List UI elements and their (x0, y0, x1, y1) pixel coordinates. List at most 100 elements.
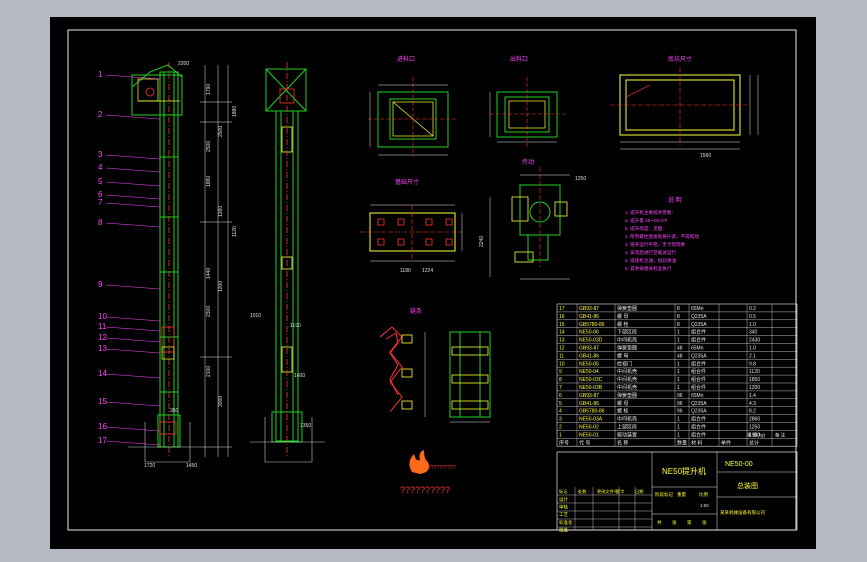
note-line: 4. 安装后进行空载试运行 (625, 249, 676, 256)
bom-cell: 中间机壳 (617, 337, 637, 344)
bom-cell: 65Mn (691, 346, 704, 352)
bom-cell: GB41-86 (579, 314, 599, 320)
callout-13: 13 (98, 344, 107, 353)
bom-cell: 14 (559, 330, 565, 336)
drawing-number: NE50-00 (725, 461, 753, 468)
bom-cell: 1 (677, 417, 680, 423)
dim-label: 1450 (186, 463, 197, 469)
bom-cell: 组合件 (691, 337, 706, 344)
dim-label: 1790 (206, 84, 212, 95)
bom-cell: 弹簧垫圈 (617, 345, 637, 352)
title-block: NE50提升机NE50-00总装图某某机械设备有限公司标记处数更改文件号签字日期… (556, 451, 798, 533)
dim-label: 1190 (290, 323, 301, 329)
bom-cell: 13 (559, 338, 565, 344)
bom-cell: 48 (677, 346, 683, 352)
bom-cell: 1120 (749, 369, 760, 375)
callout-2: 2 (98, 110, 103, 119)
dim-label: 2100 (206, 366, 212, 377)
dim-label: 2240 (479, 236, 485, 247)
dim-label: 1880 (232, 106, 238, 117)
bom-cell: 组合件 (691, 360, 706, 367)
bom-cell: Q235A (691, 314, 707, 320)
sheet-info: 第 (687, 519, 692, 526)
ground-hatch-left (128, 422, 200, 463)
bom-cell: 2860 (749, 417, 760, 423)
bom-cell: 组合件 (691, 431, 706, 438)
bom-cell: 0.2 (749, 306, 756, 312)
title-row-label: 更改文件号 (597, 488, 618, 495)
bom-cell: 螺 栓 (617, 321, 628, 328)
bom-header-cell: 备 注 (775, 431, 786, 438)
dim-label: 1260 (218, 206, 224, 217)
bom-cell: 15 (559, 322, 565, 328)
bom-cell: 1250 (749, 425, 760, 431)
note-line: 6. 其余按相关标准执行 (625, 265, 672, 272)
bom-cell: 17 (559, 306, 565, 312)
bom-cell: GB5780-86 (579, 322, 605, 328)
title-role: 审核 (559, 504, 568, 511)
bom-cell: 中间机壳 (617, 376, 637, 383)
bom-cell: 1900 (749, 432, 760, 438)
sheet-type: 总装图 (737, 481, 758, 490)
bom-cell: 1200 (749, 385, 760, 391)
sheet-border (67, 29, 797, 531)
bom-cell: 65Mn (691, 393, 704, 399)
bom-cell: 10 (559, 361, 565, 367)
title-role: 批准 (559, 526, 568, 533)
bom-cell: NE50-03C (579, 377, 603, 383)
bom-cell: 弹簧垫圈 (617, 305, 637, 312)
bom-cell: Q235A (691, 409, 707, 415)
note-line: 1. 提升机主要技术参数： (625, 209, 676, 216)
bom-cell: NE50-03B (579, 385, 603, 391)
bom-cell: 6 (559, 393, 562, 399)
callout-10: 10 (98, 312, 107, 321)
callout-8: 8 (98, 218, 103, 227)
dim-label: 1720 (144, 463, 155, 469)
title-row-label: 日期 (635, 489, 643, 495)
bom-cell: 2 (559, 425, 562, 431)
svg-text:说 明: 说 明 (668, 196, 682, 204)
view-outlet: 出料口 (489, 55, 565, 147)
dim-label: 2500 (206, 141, 212, 152)
bom-cell: 7 (559, 385, 562, 391)
bom-cell: 螺 母 (617, 352, 628, 359)
bom-header-cell: 重 量(kg) (747, 431, 766, 438)
svg-text:??????????: ?????????? (428, 465, 456, 471)
title-role: 标准化 (559, 519, 573, 526)
bom-cell: 中间机壳 (617, 416, 637, 423)
bom-cell: GB93-87 (579, 393, 599, 399)
dim-label: 350 (170, 408, 179, 414)
dim-label: 1224 (422, 268, 433, 274)
bom-cell: 检视门 (617, 360, 632, 367)
bom-cell: 驱动装置 (617, 431, 637, 438)
dim-label: 1880 (206, 176, 212, 187)
bom-cell: GB5780-86 (579, 409, 605, 415)
bom-cell: 组合件 (691, 329, 706, 336)
bom-cell: 2430 (749, 338, 760, 344)
bom-cell: 8.2 (749, 409, 756, 415)
view-pit: 底坑尺寸 (610, 55, 759, 150)
svg-text:??????????: ?????????? (400, 485, 450, 495)
bom-header-cell: 单件 (721, 439, 731, 446)
stage-label: 比例 (699, 491, 708, 498)
svg-text:进料口: 进料口 (397, 55, 415, 63)
title-role: 设计 (559, 496, 568, 503)
svg-text:传动: 传动 (522, 158, 534, 166)
elevation-view-side (265, 68, 307, 443)
bom-cell: 8 (559, 377, 562, 383)
bom-header-cell: 数量 (677, 439, 687, 446)
bom-cell: 1.0 (749, 346, 756, 352)
note-line: a. 提升量 35~40m³/h (625, 217, 668, 224)
bom-cell: 组合件 (691, 384, 706, 391)
bom-cell: NE50-01 (579, 432, 599, 438)
dim-label: 3000 (218, 396, 224, 407)
bom-cell: 9.8 (749, 361, 756, 367)
view-inlet: 进料口 (368, 55, 458, 157)
callout-7: 7 (98, 198, 103, 207)
dim-label: 1560 (700, 153, 711, 159)
bom-cell: 4 (559, 409, 562, 415)
side-centerline (279, 62, 295, 457)
bom-cell: 1 (677, 432, 680, 438)
callout-1: 1 (98, 70, 103, 79)
